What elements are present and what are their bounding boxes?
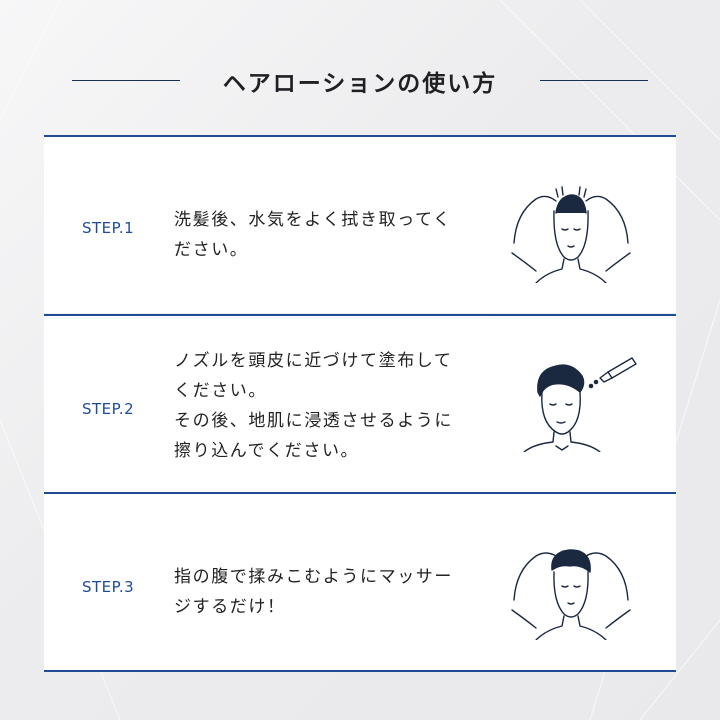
step-3-text: 指の腹で揉みこむようにマッサー ジするだけ！ [174,562,504,622]
title-row: ヘアローションの使い方 [0,58,720,102]
step-1-panel: STEP.1 洗髪後、水気をよく拭き取ってく ださい。 [44,135,676,313]
page-title: ヘアローションの使い方 [222,71,498,97]
step-2-line-3: その後、地肌に浸透させるように [174,411,453,431]
title-divider-right [540,80,648,81]
step-3-line-2: ジするだけ！ [174,597,286,617]
step-1-line-1: 洗髪後、水気をよく拭き取ってく [174,210,452,230]
step-3-label: STEP.3 [82,578,135,596]
step-2-panel: STEP.2 ノズルを頭皮に近づけて塗布して ください。 その後、地肌に浸透させ… [44,314,676,492]
step-1-line-2: ださい。 [174,240,249,260]
title-divider-left [72,80,180,81]
step-1-label: STEP.1 [82,219,135,237]
step-3-line-1: 指の腹で揉みこむようにマッサー [174,567,453,587]
step-2-text: ノズルを頭皮に近づけて塗布して ください。 その後、地肌に浸透させるように 擦り… [174,346,504,466]
step-3-panel: STEP.3 指の腹で揉みこむようにマッサー ジするだけ！ [44,492,676,672]
step-1-text: 洗髪後、水気をよく拭き取ってく ださい。 [174,205,504,265]
scalp-massage-icon [511,549,631,640]
step-2-line-2: ください。 [174,381,267,401]
step-2-line-4: 擦り込んでください。 [174,441,360,461]
towel-drying-hair-icon [511,186,631,283]
step-2-label: STEP.2 [82,400,135,418]
step-2-line-1: ノズルを頭皮に近づけて塗布して [174,351,453,371]
nozzle-application-icon [523,357,637,452]
